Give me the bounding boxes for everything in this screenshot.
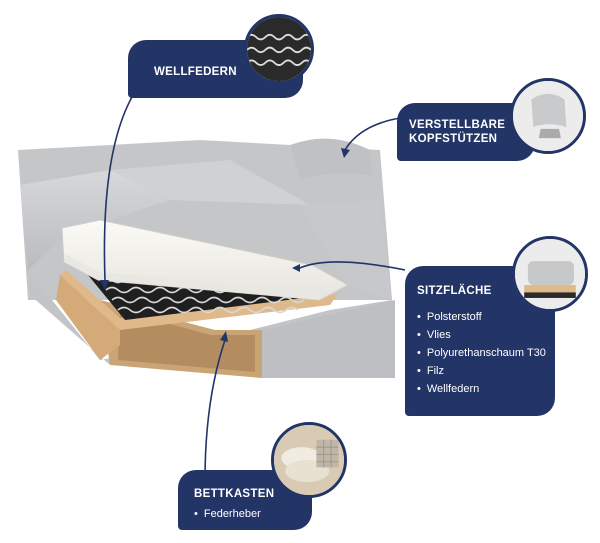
sitzflaeche-item: Filz: [417, 362, 555, 380]
sofa-headrest: [290, 138, 372, 180]
connector-sitzflaeche: [299, 261, 406, 271]
bettkasten-callout: BETTKASTEN Federheber: [178, 470, 312, 530]
wood-frame: [60, 270, 338, 330]
sitzflaeche-title: SITZFLÄCHE: [417, 285, 492, 297]
sitzflaeche-item: Polyurethanschaum T30: [417, 344, 555, 362]
sitzflaeche-item: Polsterstoff: [417, 308, 555, 326]
sofa-seat-right: [300, 200, 392, 300]
connector-bettkasten: [204, 339, 226, 481]
springs-closeup-icon: [244, 14, 314, 84]
sofa-seat-left: [20, 170, 170, 270]
bettkasten-item: Federheber: [194, 505, 312, 523]
bedding-closeup-icon: [271, 422, 347, 498]
headrest-closeup-icon: [510, 78, 586, 154]
connector-kopfstuetzen: [344, 117, 401, 151]
connector-wellfedern: [103, 83, 141, 281]
cushion-closeup-icon: [512, 236, 588, 312]
wellfedern-title: WELLFEDERN: [154, 66, 237, 78]
kopfstuetzen-title: VERSTELLBARE KOPFSTÜTZEN: [409, 119, 506, 145]
sitzflaeche-item: Wellfedern: [417, 380, 555, 398]
sitzflaeche-item: Vlies: [417, 326, 555, 344]
bettkasten-title: BETTKASTEN: [194, 488, 275, 500]
